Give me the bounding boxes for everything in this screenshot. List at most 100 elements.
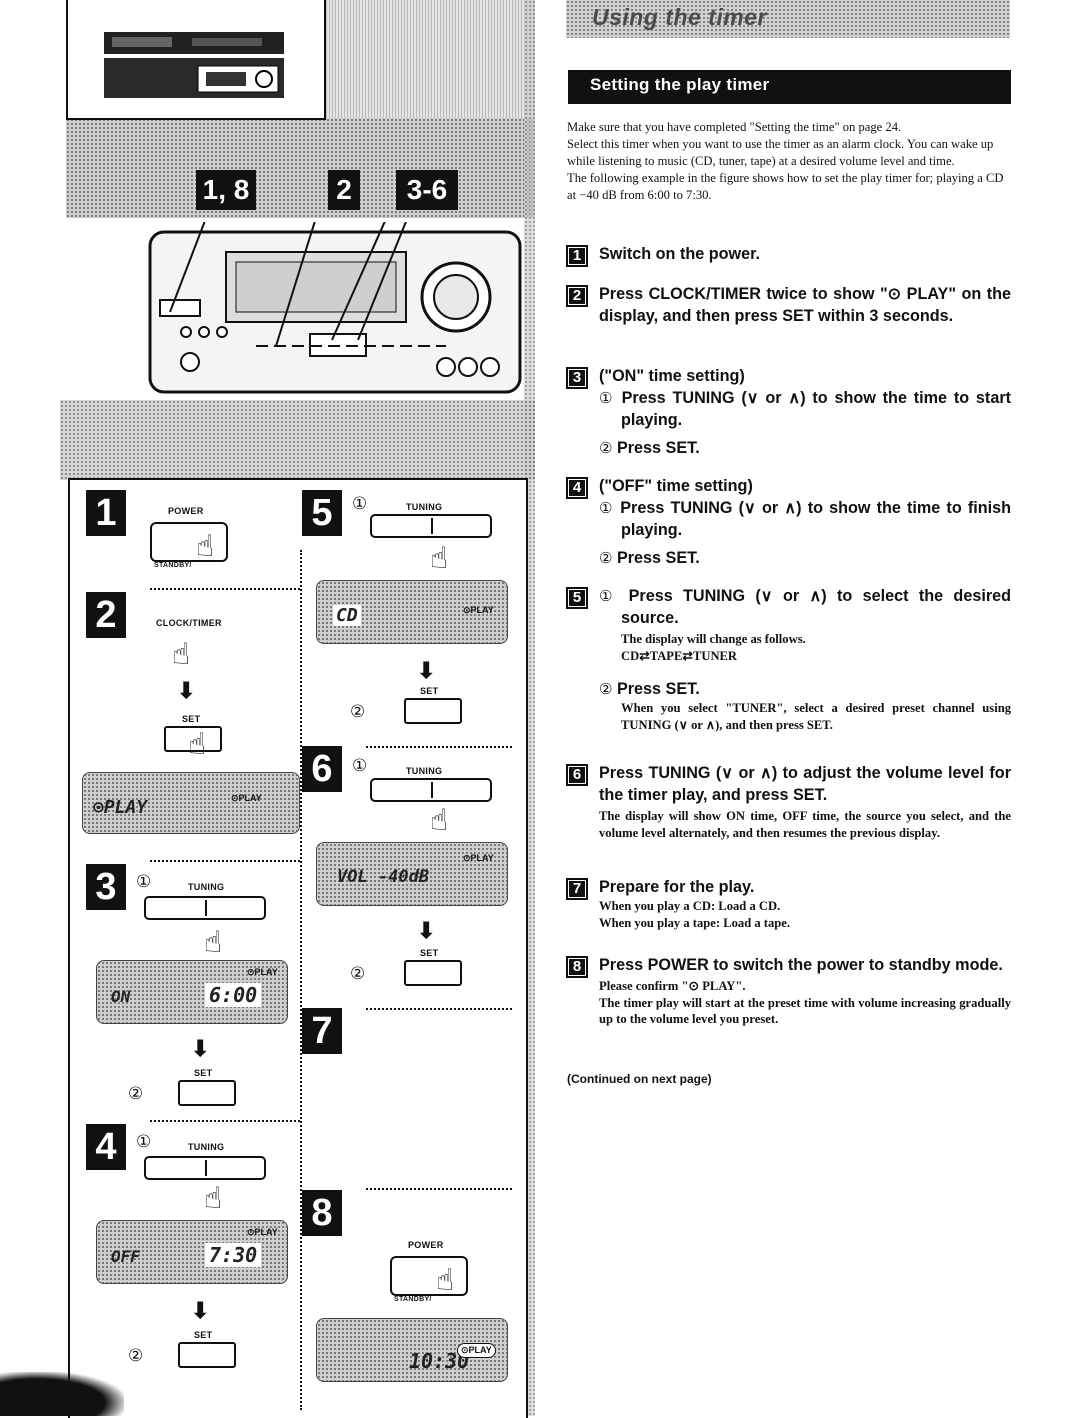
lcd-display: CD ⊙PLAY	[316, 580, 508, 644]
badge-3-6: 3-6	[396, 170, 458, 210]
step-heading: Press POWER to switch the power to stand…	[599, 956, 1003, 974]
step-body: When you select "TUNER", select a desire…	[621, 701, 1011, 732]
hand-pointer-icon: ☝	[188, 727, 207, 762]
lcd-display: VOL -40dB ⊙PLAY	[316, 842, 508, 906]
set-button-drawing	[404, 960, 462, 986]
lcd-display: 10:30 ⊙PLAY	[316, 1318, 508, 1382]
lcd-display: ⊙PLAY ⊙PLAY	[82, 772, 300, 834]
hand-pointer-icon: ☝	[204, 925, 223, 960]
set-button-drawing	[164, 726, 222, 752]
step-heading: ("ON" time setting)	[599, 367, 745, 385]
standby-label: STANDBY/	[154, 562, 192, 569]
step-body: Please confirm "⊙ PLAY".	[599, 979, 746, 993]
step-content: Press POWER to switch the power to stand…	[599, 954, 1011, 1028]
tuning-bar	[144, 896, 266, 920]
step-number: 2	[566, 285, 588, 307]
hand-pointer-icon: ☝	[204, 1181, 223, 1216]
dots-separator	[366, 1008, 512, 1010]
circle-2: ②	[350, 964, 366, 984]
hand-pointer-icon: ☝	[430, 803, 449, 838]
dots-separator	[366, 1188, 512, 1190]
step-number: 5	[566, 587, 588, 609]
circle-1: ①	[136, 872, 152, 892]
illus-step-4-number: 4	[86, 1124, 126, 1170]
sub-step: ① Press TUNING (∨ or ∧) to show the time…	[599, 499, 1012, 539]
circle-2: ②	[350, 702, 366, 722]
dots-separator	[366, 746, 512, 748]
step-body: The display will change as follows.	[621, 632, 806, 646]
step-body: The timer play will start at the preset …	[599, 995, 1011, 1027]
hand-pointer-icon: ☝	[430, 541, 449, 576]
step-number: 1	[566, 245, 588, 267]
page-title: Using the timer	[592, 4, 767, 30]
step-body: When you play a CD: Load a CD.	[599, 899, 781, 913]
tuning-label: TUNING	[406, 766, 443, 776]
step-heading: Press TUNING (∨ or ∧) to adjust the volu…	[599, 764, 1011, 804]
circle-2: ②	[128, 1084, 144, 1104]
power-label: POWER	[168, 506, 204, 516]
illus-step-2-number: 2	[86, 592, 126, 638]
step-content: ① Press TUNING (∨ or ∧) to select the de…	[599, 585, 1011, 733]
circle-1: ①	[352, 494, 368, 514]
set-label: SET	[420, 686, 439, 696]
sub-step: ① Press TUNING (∨ or ∧) to show the time…	[599, 389, 1012, 429]
bg-halftone-lower	[60, 400, 535, 480]
hand-pointer-icon: ☝	[172, 637, 191, 672]
illus-step-5-number: 5	[302, 490, 342, 536]
dots-separator	[150, 588, 300, 590]
illus-step-1-number: 1	[86, 490, 126, 536]
power-button-drawing	[390, 1256, 468, 1296]
illus-step-7-number: 7	[302, 1008, 342, 1054]
tuning-bar	[370, 514, 492, 538]
tuning-bar	[144, 1156, 266, 1180]
step-number: 4	[566, 477, 588, 499]
mini-system-frame	[66, 0, 326, 120]
clock-timer-label: CLOCK/TIMER	[156, 618, 222, 628]
hand-pointer-icon: ☝	[436, 1263, 455, 1298]
step-number: 3	[566, 367, 588, 389]
step-number: 8	[566, 956, 588, 978]
continued-note: (Continued on next page)	[567, 1072, 712, 1086]
step-content: Press TUNING (∨ or ∧) to adjust the volu…	[599, 762, 1011, 841]
instructions-column: Using the timer Setting the play timer M…	[560, 0, 1020, 1416]
page-title-band: Using the timer	[566, 0, 1010, 38]
step-illustrations: 1 POWER STANDBY/ ☝ 2 CLOCK/TIMER ☝ ⬇ SET…	[68, 478, 528, 1418]
intro-paragraph: Select this timer when you want to use t…	[567, 137, 994, 168]
badge-2: 2	[328, 170, 360, 210]
power-button-drawing	[150, 522, 228, 562]
set-label: SET	[182, 714, 201, 724]
tuning-label: TUNING	[188, 1142, 225, 1152]
step-content: Prepare for the play. When you play a CD…	[599, 876, 1011, 931]
step-content: ("OFF" time setting) ① Press TUNING (∨ o…	[599, 475, 1011, 569]
arrow-down-icon: ⬇	[191, 1298, 210, 1323]
dots-separator	[150, 1120, 300, 1122]
step-heading: Switch on the power.	[599, 245, 760, 263]
section-header: Setting the play timer	[568, 70, 1011, 104]
set-button-drawing	[178, 1080, 236, 1106]
step-heading: ("OFF" time setting)	[599, 477, 753, 495]
tuning-label: TUNING	[406, 502, 443, 512]
step-body: The display will show ON time, OFF time,…	[599, 809, 1011, 840]
mini-system-image	[104, 32, 284, 98]
circle-1: ①	[136, 1132, 152, 1152]
corner-blot	[0, 1372, 124, 1416]
lcd-display: OFF 7:30 ⊙PLAY	[96, 1220, 288, 1284]
circle-1: ①	[352, 756, 368, 776]
source-cycle: CD⇄TAPE⇄TUNER	[621, 648, 738, 663]
step-number: 7	[566, 878, 588, 900]
standby-label: STANDBY/	[394, 1296, 432, 1303]
sub-step: ② Press SET.	[599, 439, 700, 457]
lcd-display: ON 6:00 ⊙PLAY	[96, 960, 288, 1024]
illus-step-8-number: 8	[302, 1190, 342, 1236]
intro-paragraph: The following example in the figure show…	[567, 171, 1004, 202]
bg-hatch-top	[320, 0, 535, 120]
step-heading: Press CLOCK/TIMER twice to show "⊙ PLAY"…	[599, 285, 1011, 325]
step-number: 6	[566, 764, 588, 786]
bg-right-edge	[524, 0, 535, 1416]
set-button-drawing	[404, 698, 462, 724]
arrow-down-icon: ⬇	[191, 1036, 210, 1061]
hand-pointer-icon: ☝	[196, 529, 215, 564]
step-body: When you play a tape: Load a tape.	[599, 915, 791, 930]
step-content: ("ON" time setting) ① Press TUNING (∨ or…	[599, 365, 1011, 459]
intro-text: Make sure that you have completed "Setti…	[567, 119, 1015, 204]
